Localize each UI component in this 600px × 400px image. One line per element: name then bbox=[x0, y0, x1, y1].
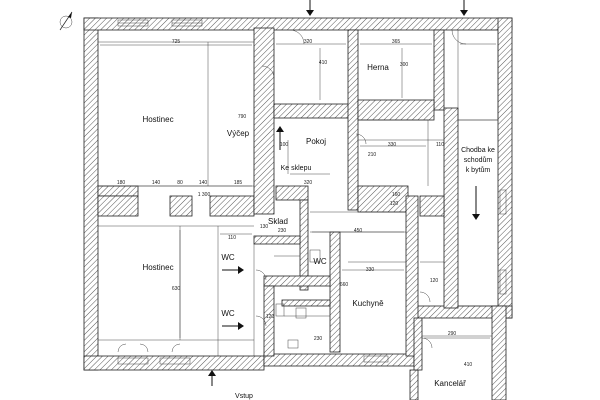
dim-140-a: 140 bbox=[152, 180, 161, 186]
dim-630: 630 bbox=[172, 286, 181, 292]
room-vstup: Vstup bbox=[235, 393, 253, 400]
dim-80: 80 bbox=[177, 180, 183, 186]
room-herna: Herna bbox=[367, 63, 389, 72]
dim-320-b: 320 bbox=[304, 180, 313, 186]
room-vycep: Výčep bbox=[227, 129, 250, 138]
outer-walls bbox=[83, 17, 513, 400]
dim-300: 300 bbox=[400, 62, 409, 68]
dim-100: 100 bbox=[280, 142, 289, 148]
dim-180: 180 bbox=[117, 180, 126, 186]
dim-330-b: 330 bbox=[366, 267, 375, 273]
dim-230-b: 230 bbox=[314, 336, 323, 342]
dim-230-a: 230 bbox=[278, 228, 287, 234]
room-chodba-line2: schodům bbox=[464, 156, 493, 164]
inner-walls bbox=[97, 27, 459, 371]
dim-140-b: 140 bbox=[199, 180, 208, 186]
room-hostinec-bottom: Hostinec bbox=[142, 263, 173, 272]
north-arrow-icon bbox=[59, 11, 73, 31]
room-ke-sklepu: Ke sklepu bbox=[281, 165, 312, 172]
dim-725: 725 bbox=[172, 39, 181, 45]
dim-120-b: 120 bbox=[266, 314, 275, 320]
dim-790: 790 bbox=[238, 114, 247, 120]
room-hostinec-top: Hostinec bbox=[142, 115, 173, 124]
dim-290: 290 bbox=[448, 331, 457, 337]
fixtures bbox=[275, 249, 321, 349]
dim-130: 130 bbox=[260, 224, 269, 230]
dim-110-b: 110 bbox=[436, 142, 444, 148]
dim-185: 185 bbox=[234, 180, 243, 186]
arrows bbox=[208, 0, 480, 386]
room-chodba-line1: Chodba ke bbox=[461, 147, 495, 154]
room-sklad: Sklad bbox=[268, 217, 288, 226]
room-wc-upper: WC bbox=[221, 253, 235, 262]
dimension-lines bbox=[100, 43, 490, 339]
dim-410-b: 410 bbox=[464, 362, 473, 368]
dim-160: 160 bbox=[392, 192, 401, 198]
room-chodba-line3: k bytům bbox=[466, 166, 491, 174]
windows bbox=[117, 19, 507, 365]
dim-1300: 1 300 bbox=[198, 192, 211, 198]
dim-330-a: 330 bbox=[388, 142, 397, 148]
dim-320-a: 320 bbox=[304, 39, 313, 45]
room-kancelar: Kancelář bbox=[434, 379, 466, 388]
dim-410-a: 410 bbox=[319, 60, 328, 66]
dim-120-c: 120 bbox=[430, 278, 439, 284]
dim-210: 210 bbox=[368, 152, 377, 158]
room-wc-lower: WC bbox=[221, 309, 235, 318]
dim-110-a: 110 bbox=[228, 235, 236, 241]
dim-450: 450 bbox=[354, 228, 363, 234]
room-kuchyne: Kuchyně bbox=[352, 299, 384, 308]
dim-120-a: 120 bbox=[390, 201, 399, 207]
dimension-labels: 725 790 180 140 80 140 185 1 300 110 630… bbox=[117, 39, 473, 368]
dim-365: 365 bbox=[392, 39, 401, 45]
dim-660: 660 bbox=[340, 282, 349, 288]
room-pokoj: Pokoj bbox=[306, 137, 326, 146]
stair-outline bbox=[287, 29, 499, 175]
